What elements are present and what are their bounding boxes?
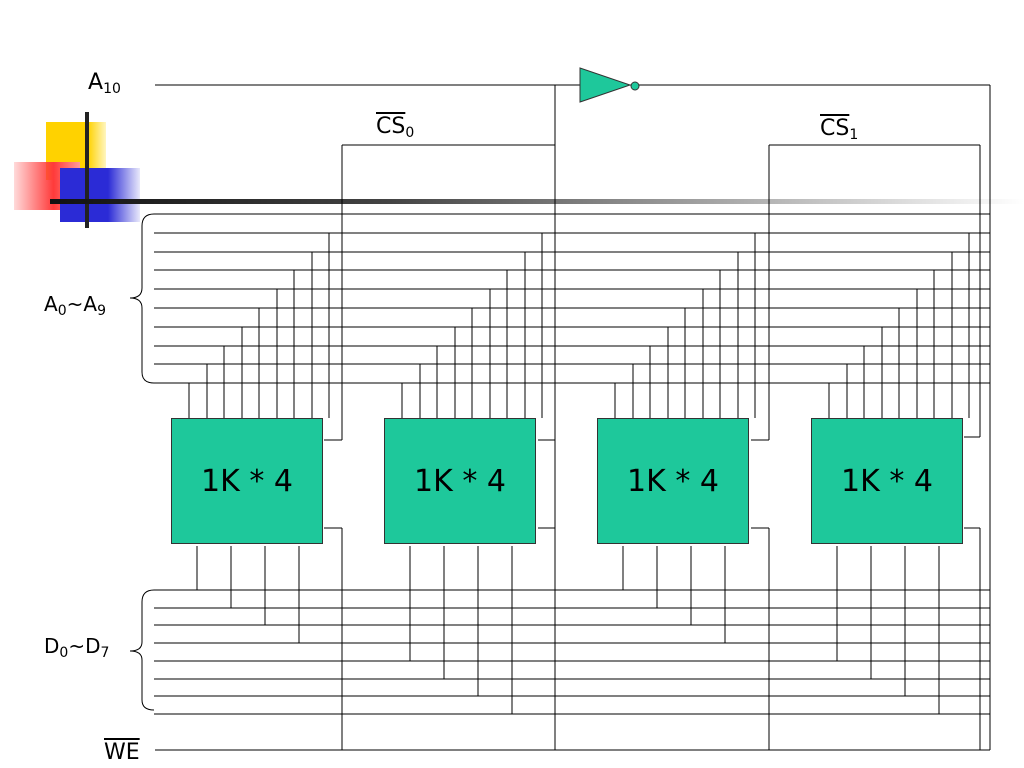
- addr-tilde: ~: [66, 292, 84, 316]
- addr-base-1: A: [44, 292, 58, 316]
- we-label: WE: [104, 740, 140, 765]
- chip-label: 1K * 4: [841, 463, 933, 499]
- chip-label: 1K * 4: [414, 463, 506, 499]
- chip-label: 1K * 4: [627, 463, 719, 499]
- addr-base-2: A: [83, 292, 98, 316]
- cs0-base: CS: [376, 114, 406, 139]
- inverter-bubble: [630, 81, 640, 91]
- cs1-sub: 1: [849, 127, 859, 143]
- cs0-sub: 0: [405, 125, 415, 141]
- data-base-2: D: [85, 634, 101, 658]
- a10-sub: 10: [103, 81, 121, 97]
- cs1-label: CS1: [820, 116, 859, 143]
- a10-label: A10: [88, 70, 121, 97]
- logo-blue-square: [60, 168, 140, 222]
- decorative-logo: [0, 0, 160, 240]
- addr-sub-1: 0: [57, 303, 67, 319]
- chip-label: 1K * 4: [201, 463, 293, 499]
- data-base-1: D: [44, 634, 60, 658]
- data-sub-2: 7: [100, 645, 110, 661]
- data-tilde: ~: [68, 634, 86, 658]
- cs1-base: CS: [820, 116, 850, 141]
- inverter-gate: [579, 67, 632, 103]
- memory-chip-2: 1K * 4: [384, 418, 536, 544]
- data-bus-brace: [129, 589, 155, 711]
- a10-base: A: [88, 70, 104, 95]
- logo-horizontal-bar: [50, 199, 1024, 204]
- addr-sub-2: 9: [97, 303, 106, 319]
- data-sub-1: 0: [59, 645, 69, 661]
- cs0-label: CS0: [376, 114, 415, 141]
- memory-chip-1: 1K * 4: [171, 418, 323, 544]
- address-bus-brace: [129, 213, 155, 384]
- logo-vertical-bar: [85, 112, 89, 228]
- memory-chip-4: 1K * 4: [811, 418, 963, 544]
- data-bus-label: D0~D7: [44, 636, 109, 660]
- address-bus-label: A0~A9: [44, 294, 106, 318]
- memory-chip-3: 1K * 4: [597, 418, 749, 544]
